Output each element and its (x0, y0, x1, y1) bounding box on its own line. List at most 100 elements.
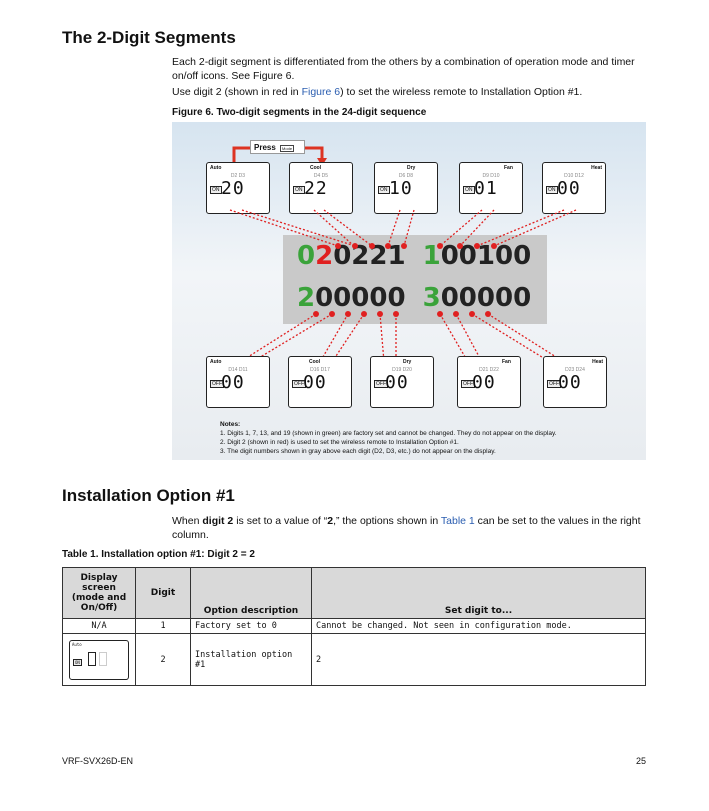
lcd-thumbnail-icon: Auto ON (69, 639, 129, 680)
header-set-digit: Set digit to... (311, 567, 646, 619)
lcd-heat-on: Heat D10 D12 ON 00 (542, 162, 606, 214)
lcd-dry-off: Dry D19 D20 OFF 00 (370, 356, 434, 408)
sequence-box: 020221 100100 200000 300000 (283, 235, 547, 324)
para3-bold: 2 (327, 515, 334, 527)
note-1: 1. Digits 1, 7, 13, and 19 (shown in gre… (220, 430, 557, 437)
figure-link[interactable]: Figure 6 (301, 86, 341, 98)
lcd-heat-off: Heat D23 D24 OFF 00 (543, 356, 607, 408)
table-caption: Table 1. Installation option #1: Digit 2… (62, 549, 255, 560)
lcd-value: 00 (557, 178, 581, 199)
table-header-row: Display screen (mode and On/Off) Digit O… (62, 567, 646, 619)
para2-text: Use digit 2 (shown in red in (172, 86, 302, 98)
note-3: 3. The digit numbers shown in gray above… (220, 448, 496, 455)
lcd-value: 10 (389, 178, 413, 199)
lcd-off-tag: OFF (292, 380, 306, 388)
lcd-digit-numbers: D2 D3 (230, 173, 246, 179)
figure-6: Press Mode Auto D2 D3 ON 20 Cool D4 D5 O… (172, 122, 646, 460)
seq-digit-red: 2 (315, 241, 334, 271)
paragraph-2: Use digit 2 (shown in red in Figure 6) t… (172, 85, 652, 99)
thumb-mode: Auto (72, 641, 82, 647)
notes-title: Notes: (220, 421, 241, 428)
lcd-cool-on: Cool D4 D5 ON 22 (289, 162, 353, 214)
figure-caption: Figure 6. Two-digit segments in the 24-d… (172, 107, 427, 118)
lcd-value: 01 (474, 178, 498, 199)
header-digit: Digit (135, 567, 191, 619)
para3-bold: digit 2 (202, 515, 234, 527)
table-row: N/A 1 Factory set to 0 Cannot be changed… (62, 618, 646, 634)
lcd-off-tag: OFF (461, 380, 475, 388)
para3-text: When (172, 515, 203, 527)
footer-doc-id: VRF-SVX26D-EN (62, 756, 134, 766)
para2-text-end: ) to set the wireless remote to Installa… (340, 86, 583, 98)
lcd-mode: Dry (407, 165, 416, 171)
thumb-digit-icon (88, 651, 96, 666)
para3-text: ,” the options shown in (333, 515, 441, 527)
lcd-on-tag: ON (293, 186, 305, 194)
lcd-off-tag: OFF (374, 380, 388, 388)
lcd-fan-off: Fan D21 D22 OFF 00 (457, 356, 521, 408)
lcd-mode: Heat (592, 359, 603, 365)
thumb-digit-icon (99, 651, 107, 666)
lcd-value: 00 (221, 372, 245, 393)
lcd-off-tag: OFF (210, 380, 224, 388)
sequence-line-2: 200000 300000 (297, 283, 531, 313)
lcd-mode: Cool (309, 359, 321, 365)
table-row: Auto ON 2 Installation option #1 2 (62, 633, 646, 686)
cell-desc: Factory set to 0 (190, 618, 312, 634)
lcd-mode: Heat (591, 165, 602, 171)
lcd-value: 00 (472, 372, 496, 393)
lcd-off-tag: OFF (547, 380, 561, 388)
lcd-digit-numbers: D16 D17 (310, 367, 330, 373)
lcd-mode: Auto (210, 165, 222, 171)
lcd-value: 00 (385, 372, 409, 393)
seq-digits: 00000 (440, 283, 532, 313)
para3-text: is set to a value of “ (233, 515, 328, 527)
seq-digits: 00000 (315, 283, 406, 313)
footer-page-number: 25 (636, 756, 647, 766)
cell-display: Auto ON (62, 633, 136, 686)
lcd-value: 22 (304, 178, 328, 199)
lcd-value: 00 (303, 372, 327, 393)
cell-digit: 2 (135, 633, 191, 686)
lcd-mode: Dry (403, 359, 412, 365)
header-display: Display screen (mode and On/Off) (62, 567, 136, 619)
cell-digit: 1 (135, 618, 191, 634)
lcd-mode: Fan (502, 359, 511, 365)
lcd-digit-numbers: D14 D11 (228, 367, 248, 373)
para3-text: can be set to the values in the right co… (172, 515, 641, 541)
lcd-on-tag: ON (463, 186, 475, 194)
figure-notes: Notes: 1. Digits 1, 7, 13, and 19 (shown… (220, 420, 557, 456)
lcd-digit-numbers: D23 D24 (565, 367, 585, 373)
paragraph-1: Each 2-digit segment is differentiated f… (172, 56, 635, 82)
lcd-fan-on: Fan D9 D10 ON 01 (459, 162, 523, 214)
cell-set: 2 (311, 633, 646, 686)
seq-digit-green: 2 (297, 283, 316, 313)
press-label-box: Press Mode (250, 140, 305, 154)
seq-digit-green: 3 (422, 283, 441, 313)
table-link[interactable]: Table 1 (440, 515, 475, 527)
seq-digit-green: 0 (297, 241, 316, 271)
section-title-2: Installation Option #1 (62, 486, 235, 505)
header-description: Option description (190, 567, 312, 619)
lcd-mode: Auto (210, 359, 222, 365)
lcd-on-tag: ON (378, 186, 390, 194)
note-2: 2. Digit 2 (shown in red) is used to set… (220, 439, 459, 446)
lcd-digit-numbers: D6 D8 (398, 173, 414, 179)
lcd-digit-numbers: D21 D22 (479, 367, 499, 373)
cell-desc: Installation option #1 (190, 633, 312, 686)
lcd-digit-numbers: D19 D20 (392, 367, 412, 373)
press-label: Press (254, 143, 276, 152)
lcd-value: 00 (558, 372, 582, 393)
lcd-digit-numbers: D9 D10 (482, 173, 500, 179)
lcd-mode: Cool (310, 165, 322, 171)
lcd-on-tag: ON (546, 186, 558, 194)
lcd-auto-off: Auto D14 D11 OFF 00 (206, 356, 270, 408)
mode-button-icon: Mode (280, 145, 295, 152)
lcd-digit-numbers: D4 D5 (313, 173, 329, 179)
cell-set: Cannot be changed. Not seen in configura… (311, 618, 646, 634)
lcd-auto-on: Auto D2 D3 ON 20 (206, 162, 270, 214)
connector-arrows (229, 209, 577, 363)
thumb-tag: ON (73, 658, 82, 666)
lcd-digit-numbers: D10 D12 (564, 173, 584, 179)
lcd-mode: Fan (504, 165, 513, 171)
